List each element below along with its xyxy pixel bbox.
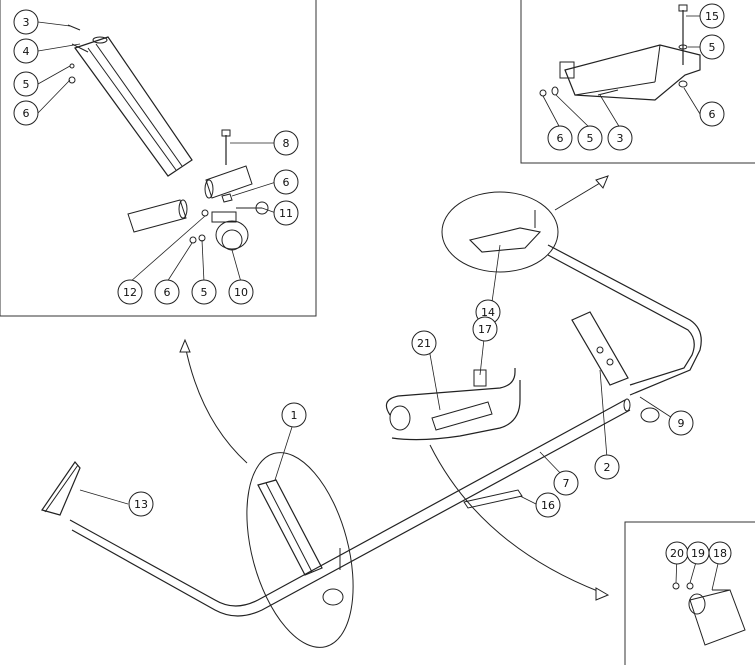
svg-text:3: 3 (617, 132, 624, 145)
svg-text:4: 4 (23, 45, 30, 58)
svg-text:6: 6 (23, 107, 30, 120)
detail-top-right-parts (539, 4, 701, 101)
svg-text:3: 3 (23, 16, 30, 29)
callout-3-right: 3 (607, 125, 633, 151)
detail-frame-top-right (520, 0, 755, 164)
callout-6-left-c: 6 (154, 279, 180, 305)
svg-text:6: 6 (557, 132, 564, 145)
svg-text:7: 7 (563, 477, 570, 490)
svg-text:21: 21 (417, 337, 431, 350)
explode-arrows (179, 175, 610, 601)
svg-text:12: 12 (123, 286, 137, 299)
svg-text:13: 13 (134, 498, 148, 511)
callout-20: 20 (665, 541, 689, 565)
callout-5-right-b: 5 (577, 125, 603, 151)
svg-text:17: 17 (478, 323, 492, 336)
callout-6-right-b: 6 (547, 125, 573, 151)
main-assembly (41, 191, 702, 648)
callout-19: 19 (686, 541, 710, 565)
callout-11: 11 (273, 200, 299, 226)
callout-13: 13 (128, 491, 154, 517)
callout-18: 18 (708, 541, 732, 565)
callout-21: 21 (411, 330, 437, 356)
detail-frame-bottom-right (624, 521, 755, 668)
svg-text:8: 8 (283, 137, 290, 150)
svg-text:10: 10 (234, 286, 248, 299)
callout-10: 10 (228, 279, 254, 305)
callout-5-left-a: 5 (13, 71, 39, 97)
svg-text:6: 6 (709, 108, 716, 121)
svg-text:1: 1 (291, 409, 298, 422)
svg-text:5: 5 (201, 286, 208, 299)
callout-1: 1 (281, 402, 307, 428)
callout-16: 16 (535, 492, 561, 518)
callout-3-left: 3 (13, 9, 39, 35)
svg-text:16: 16 (541, 499, 555, 512)
svg-text:5: 5 (23, 78, 30, 91)
svg-text:5: 5 (709, 41, 716, 54)
callout-2: 2 (594, 454, 620, 480)
svg-text:9: 9 (678, 417, 685, 430)
callout-7: 7 (553, 470, 579, 496)
callout-9: 9 (668, 410, 694, 436)
callout-5-right-a: 5 (699, 34, 725, 60)
callout-8: 8 (273, 130, 299, 156)
svg-text:5: 5 (587, 132, 594, 145)
leader-lines (37, 15, 721, 591)
callout-6-left-b: 6 (273, 169, 299, 195)
svg-text:6: 6 (283, 176, 290, 189)
callout-6-right-a: 6 (699, 101, 725, 127)
svg-text:20: 20 (670, 547, 684, 560)
svg-text:11: 11 (279, 207, 293, 220)
svg-text:14: 14 (481, 306, 495, 319)
detail-frame-left (0, 0, 317, 317)
svg-text:19: 19 (691, 547, 705, 560)
callout-5-left-b: 5 (191, 279, 217, 305)
callout-6-left-a: 6 (13, 100, 39, 126)
callout-4: 4 (13, 38, 39, 64)
svg-text:15: 15 (705, 10, 719, 23)
detail-bottom-right-parts (672, 582, 746, 646)
callout-15: 15 (699, 3, 725, 29)
callout-17: 17 (472, 316, 498, 342)
svg-text:2: 2 (604, 461, 611, 474)
svg-text:6: 6 (164, 286, 171, 299)
callout-balloons: 3 4 5 6 8 6 11 12 6 5 10 15 5 6 6 5 3 14… (13, 3, 732, 565)
svg-text:18: 18 (713, 547, 727, 560)
callout-12: 12 (117, 279, 143, 305)
detail-left-parts (67, 24, 269, 251)
